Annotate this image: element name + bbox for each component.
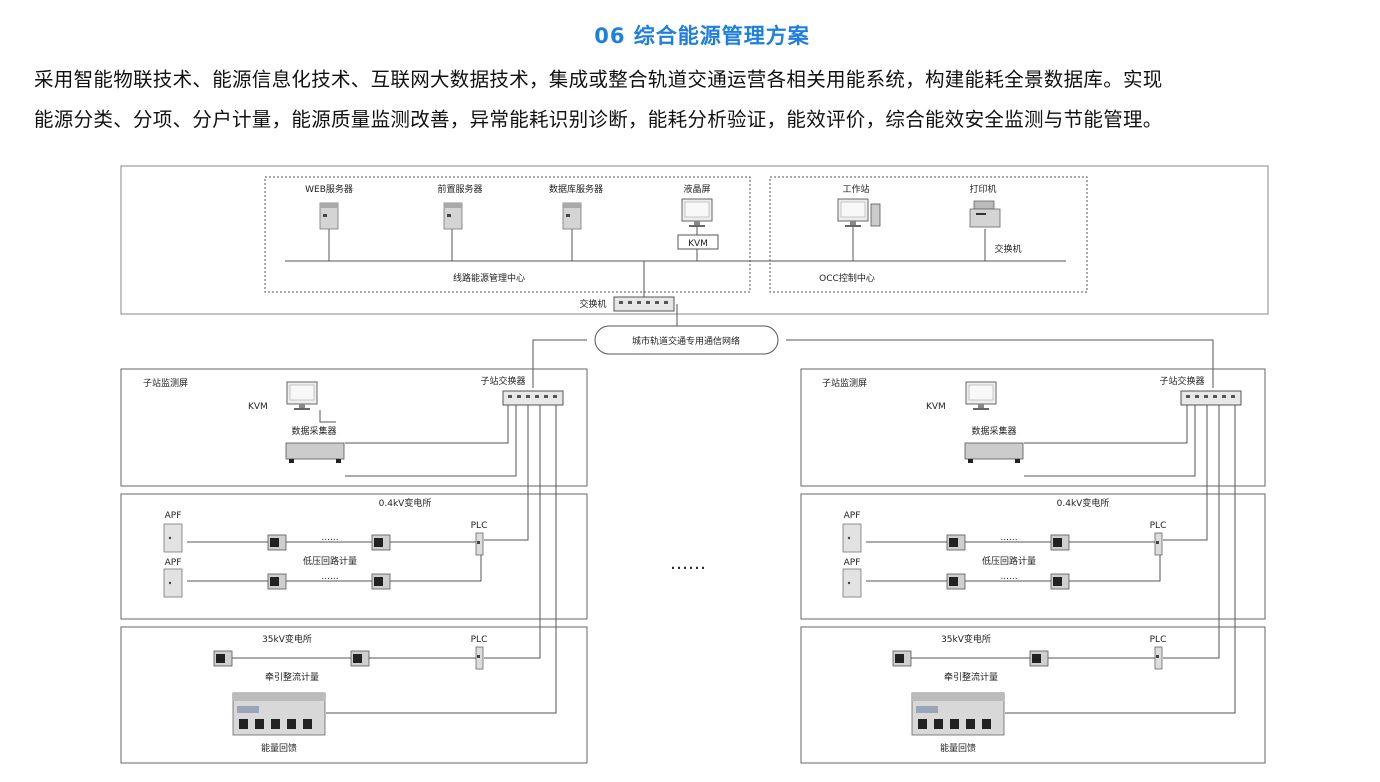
kvm-box — [677, 234, 719, 250]
network-pill — [594, 325, 779, 355]
feedback-cabinet-icon — [232, 692, 326, 736]
monitor-screen-label: 子站监测屏 — [822, 377, 867, 389]
hv-station-frame — [800, 626, 1266, 764]
meter-icon — [267, 534, 287, 551]
data-collector-icon — [285, 442, 345, 464]
meter-icon — [892, 650, 912, 667]
occ-center-label: OCC控制中心 — [819, 272, 875, 284]
meter-icon — [371, 534, 391, 551]
workstation-label: 工作站 — [842, 183, 869, 195]
hv-station-label: 35kV变电所 — [941, 633, 991, 645]
apf-label-2: APF — [844, 558, 861, 568]
hv-station-frame — [120, 626, 588, 764]
lv-station-frame — [120, 493, 588, 620]
data-collector-icon — [964, 442, 1024, 464]
between-ellipsis: …… — [670, 553, 706, 574]
control-center-frame — [120, 165, 1269, 315]
lv-station-label: 0.4kV变电所 — [379, 497, 432, 509]
monitor-panel-frame — [120, 368, 588, 487]
monitor-icon — [965, 381, 997, 411]
feedback-cabinet-icon — [911, 692, 1005, 736]
intro-line-1: 采用智能物联技术、能源信息化技术、互联网大数据技术，集成或整合轨道交通运营各相关… — [34, 68, 1163, 91]
meter-icon — [213, 650, 233, 667]
front-server-icon — [443, 202, 463, 230]
substation-right: 子站监测屏 KVM 数据采集器 子站交换器 0.4kV变电所 APF APF .… — [800, 368, 1266, 764]
kvm-label: KVM — [688, 239, 708, 249]
plc-label-1: PLC — [1150, 521, 1167, 531]
monitor-icon — [286, 381, 318, 411]
lv-meter-label: 低压回路计量 — [303, 555, 357, 567]
dots-small-1: ...... — [321, 533, 338, 543]
data-collector-label: 数据采集器 — [291, 425, 336, 437]
traction-meter-label: 牵引整流计量 — [265, 671, 319, 683]
plc-icon-2 — [1154, 646, 1163, 670]
apf-label-2: APF — [165, 558, 182, 568]
workstation-icon — [837, 198, 881, 228]
meter-icon — [1050, 573, 1070, 590]
intro-paragraph: 采用智能物联技术、能源信息化技术、互联网大数据技术，集成或整合轨道交通运营各相关… — [34, 60, 1354, 140]
meter-icon — [946, 573, 966, 590]
plc-label-1: PLC — [471, 521, 488, 531]
kvm-label: KVM — [926, 402, 946, 412]
main-switch-label: 交换机 — [579, 298, 606, 310]
lv-station-frame — [800, 493, 1266, 620]
substation-switch-label: 子站交换器 — [480, 375, 525, 387]
meter-icon — [946, 534, 966, 551]
meter-icon — [267, 573, 287, 590]
web-server-icon — [319, 202, 339, 230]
plc-icon-1 — [475, 532, 484, 556]
plc-label-2: PLC — [471, 635, 488, 645]
db-server-icon — [562, 202, 582, 230]
printer-icon — [969, 200, 1001, 228]
dots-small-1: ...... — [1000, 533, 1017, 543]
printer-label: 打印机 — [969, 183, 996, 195]
apf-icon-1 — [842, 523, 862, 553]
network-label: 城市轨道交通专用通信网络 — [632, 335, 740, 347]
traction-meter-label: 牵引整流计量 — [944, 671, 998, 683]
apf-label-1: APF — [844, 511, 861, 521]
apf-icon-2 — [163, 568, 183, 598]
energy-feedback-label: 能量回馈 — [940, 742, 976, 754]
monitor-screen-label: 子站监测屏 — [143, 377, 188, 389]
meter-icon — [350, 650, 370, 667]
substation-left: 子站监测屏 KVM 数据采集器 子站交换器 0.4kV变电所 APF APF .… — [120, 368, 588, 764]
energy-feedback-label: 能量回馈 — [261, 742, 297, 754]
hv-station-label: 35kV变电所 — [262, 633, 312, 645]
intro-line-2: 能源分类、分项、分户计量，能源质量监测改善，异常能耗识别诊断，能耗分析验证，能效… — [34, 108, 1163, 131]
plc-label-2: PLC — [1150, 635, 1167, 645]
occ-center-group — [769, 176, 1088, 293]
dots-small-2: ...... — [321, 572, 338, 582]
lv-station-label: 0.4kV变电所 — [1057, 497, 1110, 509]
meter-icon — [371, 573, 391, 590]
db-server-label: 数据库服务器 — [549, 183, 603, 195]
kvm-label: KVM — [248, 402, 268, 412]
line-center-label: 线路能源管理中心 — [453, 272, 525, 284]
switch-right-label: 交换机 — [994, 243, 1021, 255]
dots-small-2: ...... — [1000, 572, 1017, 582]
page-title: 06 综合能源管理方案 — [594, 24, 810, 48]
substation-switch-label: 子站交换器 — [1159, 375, 1204, 387]
apf-icon-1 — [163, 523, 183, 553]
lcd-label: 液晶屏 — [683, 183, 710, 195]
main-switch-icon — [613, 296, 675, 312]
plc-icon-2 — [475, 646, 484, 670]
web-server-label: WEB服务器 — [305, 183, 353, 195]
data-collector-label: 数据采集器 — [971, 425, 1016, 437]
meter-icon — [1029, 650, 1049, 667]
lcd-monitor-icon — [681, 198, 713, 228]
apf-icon-2 — [842, 568, 862, 598]
substation-switch-icon — [1180, 390, 1242, 406]
lv-meter-label: 低压回路计量 — [982, 555, 1036, 567]
meter-icon — [1050, 534, 1070, 551]
plc-icon-1 — [1154, 532, 1163, 556]
substation-switch-icon — [502, 390, 564, 406]
apf-label-1: APF — [165, 511, 182, 521]
front-server-label: 前置服务器 — [437, 183, 482, 195]
monitor-panel-frame — [800, 368, 1266, 487]
